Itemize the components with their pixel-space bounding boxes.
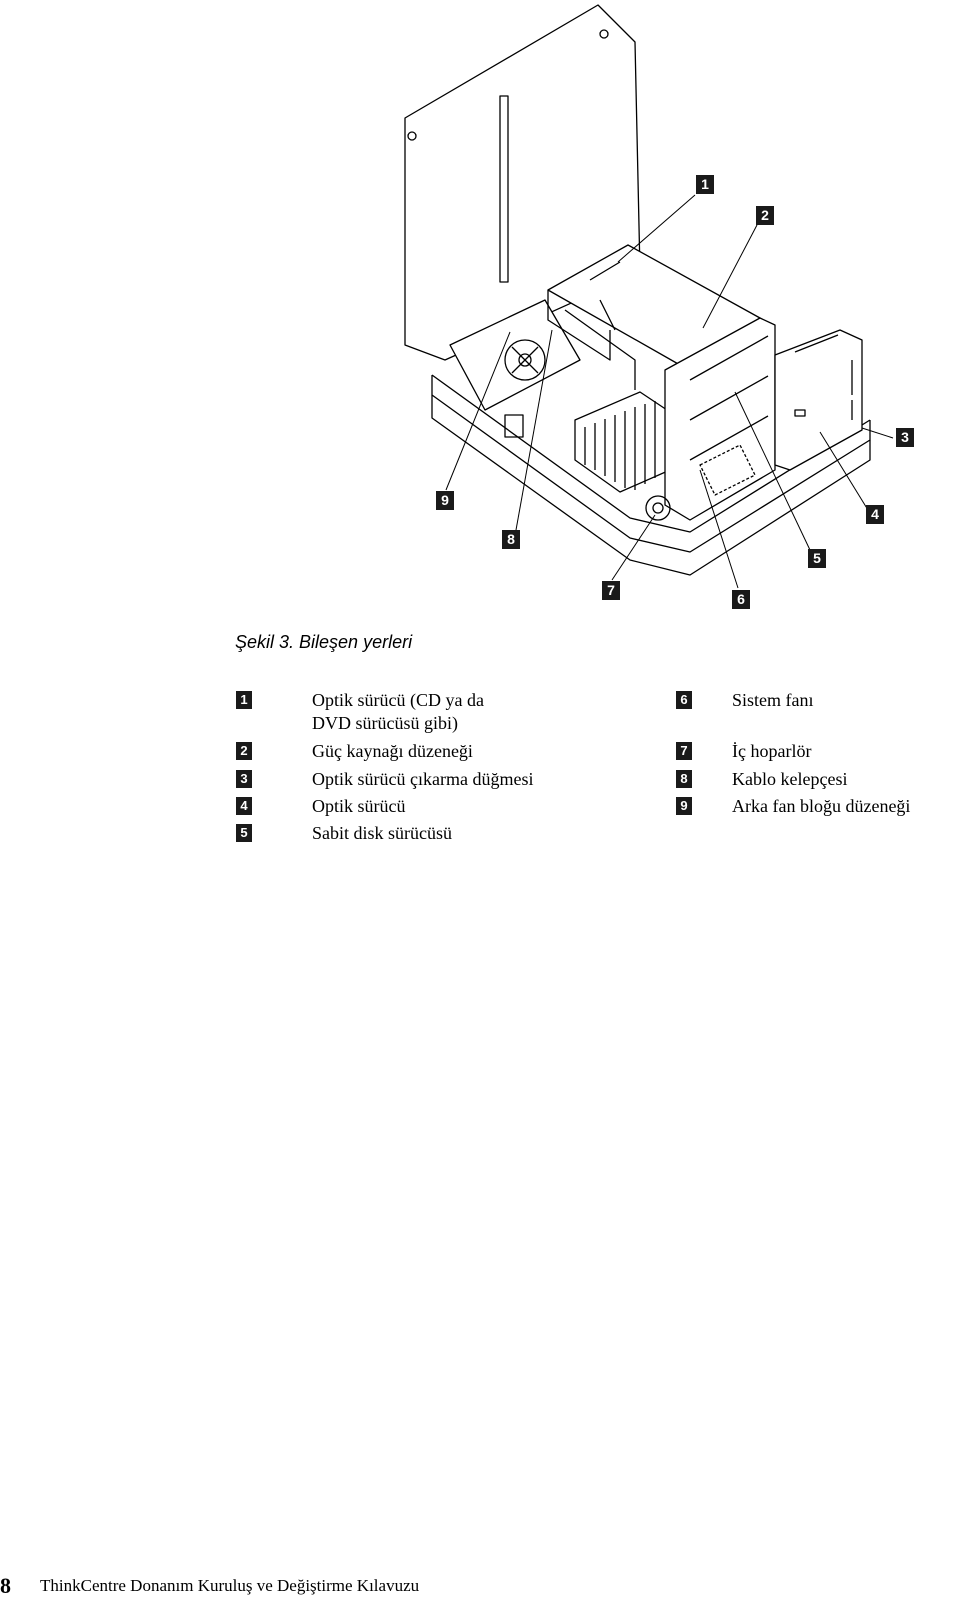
callout-6: 6 [732,590,750,609]
legend-item-text: Sabit disk sürücüsü [312,823,453,843]
legend-item-text: Sistem fanı [732,690,814,710]
legend-badge: 9 [676,797,692,815]
callout-1: 1 [696,175,714,194]
legend-item-text: İç hoparlör [732,741,812,761]
legend-badge: 1 [236,691,252,709]
callout-2: 2 [756,206,774,225]
legend-badge: 2 [236,742,252,760]
callout-5: 5 [808,549,826,568]
callout-7: 7 [602,581,620,600]
footer-title: ThinkCentre Donanım Kuruluş ve Değiştirm… [40,1576,420,1595]
legend-item-text: DVD sürücüsü gibi) [312,713,458,733]
callout-9: 9 [436,491,454,510]
legend-item-text: Arka fan bloğu düzeneği [732,796,911,816]
computer-chassis-illustration [404,4,894,589]
legend-badge: 5 [236,824,252,842]
figure-caption: Şekil 3. Bileşen yerleri [235,632,413,652]
legend-item-text: Kablo kelepçesi [732,769,848,789]
legend-item-text: Optik sürücü (CD ya da [312,690,484,710]
callout-8: 8 [502,530,520,549]
page-number: 8 [0,1573,11,1598]
legend-badge: 7 [676,742,692,760]
legend-badge: 6 [676,691,692,709]
callout-3: 3 [896,428,914,447]
legend-badge: 4 [236,797,252,815]
legend-badge: 8 [676,770,692,788]
callout-4: 4 [866,505,884,524]
legend-badge: 3 [236,770,252,788]
legend-item-text: Optik sürücü çıkarma düğmesi [312,769,534,789]
legend-item-text: Optik sürücü [312,796,406,816]
component-location-figure: 1 2 3 4 5 6 7 8 9 [0,0,960,630]
legend-item-text: Güç kaynağı düzeneği [312,741,473,761]
